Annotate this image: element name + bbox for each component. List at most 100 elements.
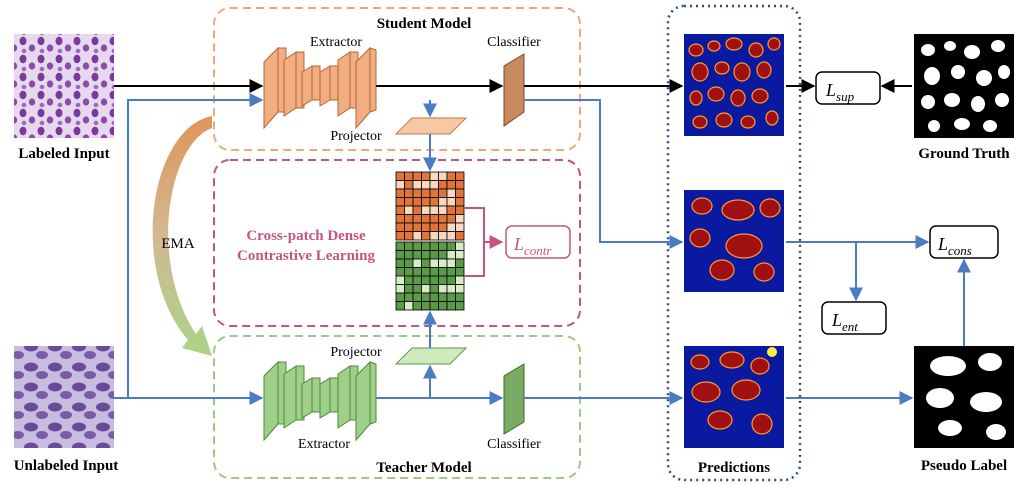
grid-cell — [395, 180, 405, 190]
grid-cell — [446, 292, 456, 302]
grid-cell — [446, 180, 456, 190]
grid-cell — [429, 214, 439, 224]
grid-cell — [412, 171, 422, 181]
grid-cell — [421, 258, 431, 268]
grid-cell — [429, 180, 439, 190]
grid-cell — [412, 284, 422, 294]
grid-cell — [438, 301, 448, 311]
grid-cell — [421, 180, 431, 190]
grid-cell — [421, 188, 431, 198]
grid-cell — [446, 188, 456, 198]
contrastive-box — [213, 159, 581, 327]
grid-cell — [404, 241, 414, 251]
grid-cell — [455, 222, 465, 232]
grid-cell — [395, 214, 405, 224]
grid-cell — [421, 275, 431, 285]
teacher-classifier-label: Classifier — [487, 437, 541, 452]
grid-cell — [446, 258, 456, 268]
student-classifier — [503, 53, 525, 127]
loss-cons-main: L — [937, 234, 948, 254]
grid-cell — [446, 231, 456, 241]
grid-cell — [455, 301, 465, 311]
pseudo-label-image — [914, 346, 1014, 448]
grid-cell — [455, 250, 465, 260]
grid-cell — [438, 241, 448, 251]
grid-cell — [395, 188, 405, 198]
grid-cell — [429, 258, 439, 268]
contrastive-bracket — [464, 207, 502, 277]
teacher-classifier — [503, 363, 525, 435]
grid-cell — [438, 292, 448, 302]
unlabeled-input-label: Unlabeled Input — [14, 458, 119, 474]
unlabeled-input-image — [14, 346, 114, 448]
grid-cell — [455, 171, 465, 181]
grid-cell — [446, 301, 456, 311]
grid-cell — [395, 222, 405, 232]
loss-cons-box — [929, 225, 999, 259]
loss-cons-sub: cons — [948, 243, 972, 258]
grid-cell — [429, 205, 439, 215]
grid-cell — [395, 171, 405, 181]
loss-ent-label: Lent — [831, 310, 858, 334]
grid-cell — [446, 250, 456, 260]
teacher-model-title: Teacher Model — [376, 460, 471, 476]
grid-cell — [455, 205, 465, 215]
grid-cell — [429, 250, 439, 260]
grid-cell — [421, 284, 431, 294]
loss-contr-box — [505, 225, 571, 259]
grid-cell — [395, 241, 405, 251]
grid-cell — [404, 171, 414, 181]
grid-cell — [412, 275, 422, 285]
loss-sup-box — [815, 71, 881, 105]
labeled-input-image — [14, 34, 114, 138]
grid-cell — [429, 292, 439, 302]
grid-cell — [412, 197, 422, 207]
loss-sup-label: Lsup — [825, 80, 855, 104]
grid-cell — [446, 284, 456, 294]
student-projector-label: Projector — [330, 129, 382, 144]
grid-cell — [455, 241, 465, 251]
grid-cell — [446, 171, 456, 181]
grid-cell — [446, 267, 456, 277]
grid-cell — [404, 205, 414, 215]
grid-cell — [455, 197, 465, 207]
grid-cell — [412, 258, 422, 268]
grid-cell — [455, 258, 465, 268]
arrow-student-classifier-to-pred2 — [524, 99, 684, 249]
loss-contr-main: L — [513, 234, 524, 254]
loss-sup-sub: sup — [836, 89, 855, 104]
grid-cell — [412, 250, 422, 260]
grid-cell — [446, 205, 456, 215]
grid-cell — [446, 197, 456, 207]
grid-cell — [421, 171, 431, 181]
grid-cell — [429, 231, 439, 241]
grid-cell — [446, 222, 456, 232]
grid-cell — [404, 275, 414, 285]
grid-cell — [438, 180, 448, 190]
teacher-extractor-label: Extractor — [298, 437, 350, 452]
student-model-title: Student Model — [377, 16, 472, 32]
grid-cell — [429, 188, 439, 198]
grid-cell — [438, 258, 448, 268]
grid-cell — [404, 188, 414, 198]
loss-ent-sub: ent — [842, 319, 858, 334]
grid-cell — [412, 292, 422, 302]
grid-cell — [438, 275, 448, 285]
student-projector — [394, 117, 468, 135]
grid-cell — [455, 214, 465, 224]
grid-cell — [421, 292, 431, 302]
blue-arrows — [114, 93, 971, 405]
grid-cell — [438, 231, 448, 241]
student-feature-grid — [395, 171, 465, 241]
grid-cell — [421, 197, 431, 207]
teacher-projector — [394, 347, 468, 365]
pseudo-label-label: Pseudo Label — [921, 458, 1007, 474]
grid-cell — [412, 241, 422, 251]
grid-cell — [429, 171, 439, 181]
loss-contr-sub: contr — [524, 243, 552, 258]
grid-cell — [412, 222, 422, 232]
grid-cell — [455, 284, 465, 294]
ground-truth-image — [914, 34, 1014, 138]
grid-cell — [429, 267, 439, 277]
contrastive-title-line2: Contrastive Learning — [237, 248, 375, 264]
